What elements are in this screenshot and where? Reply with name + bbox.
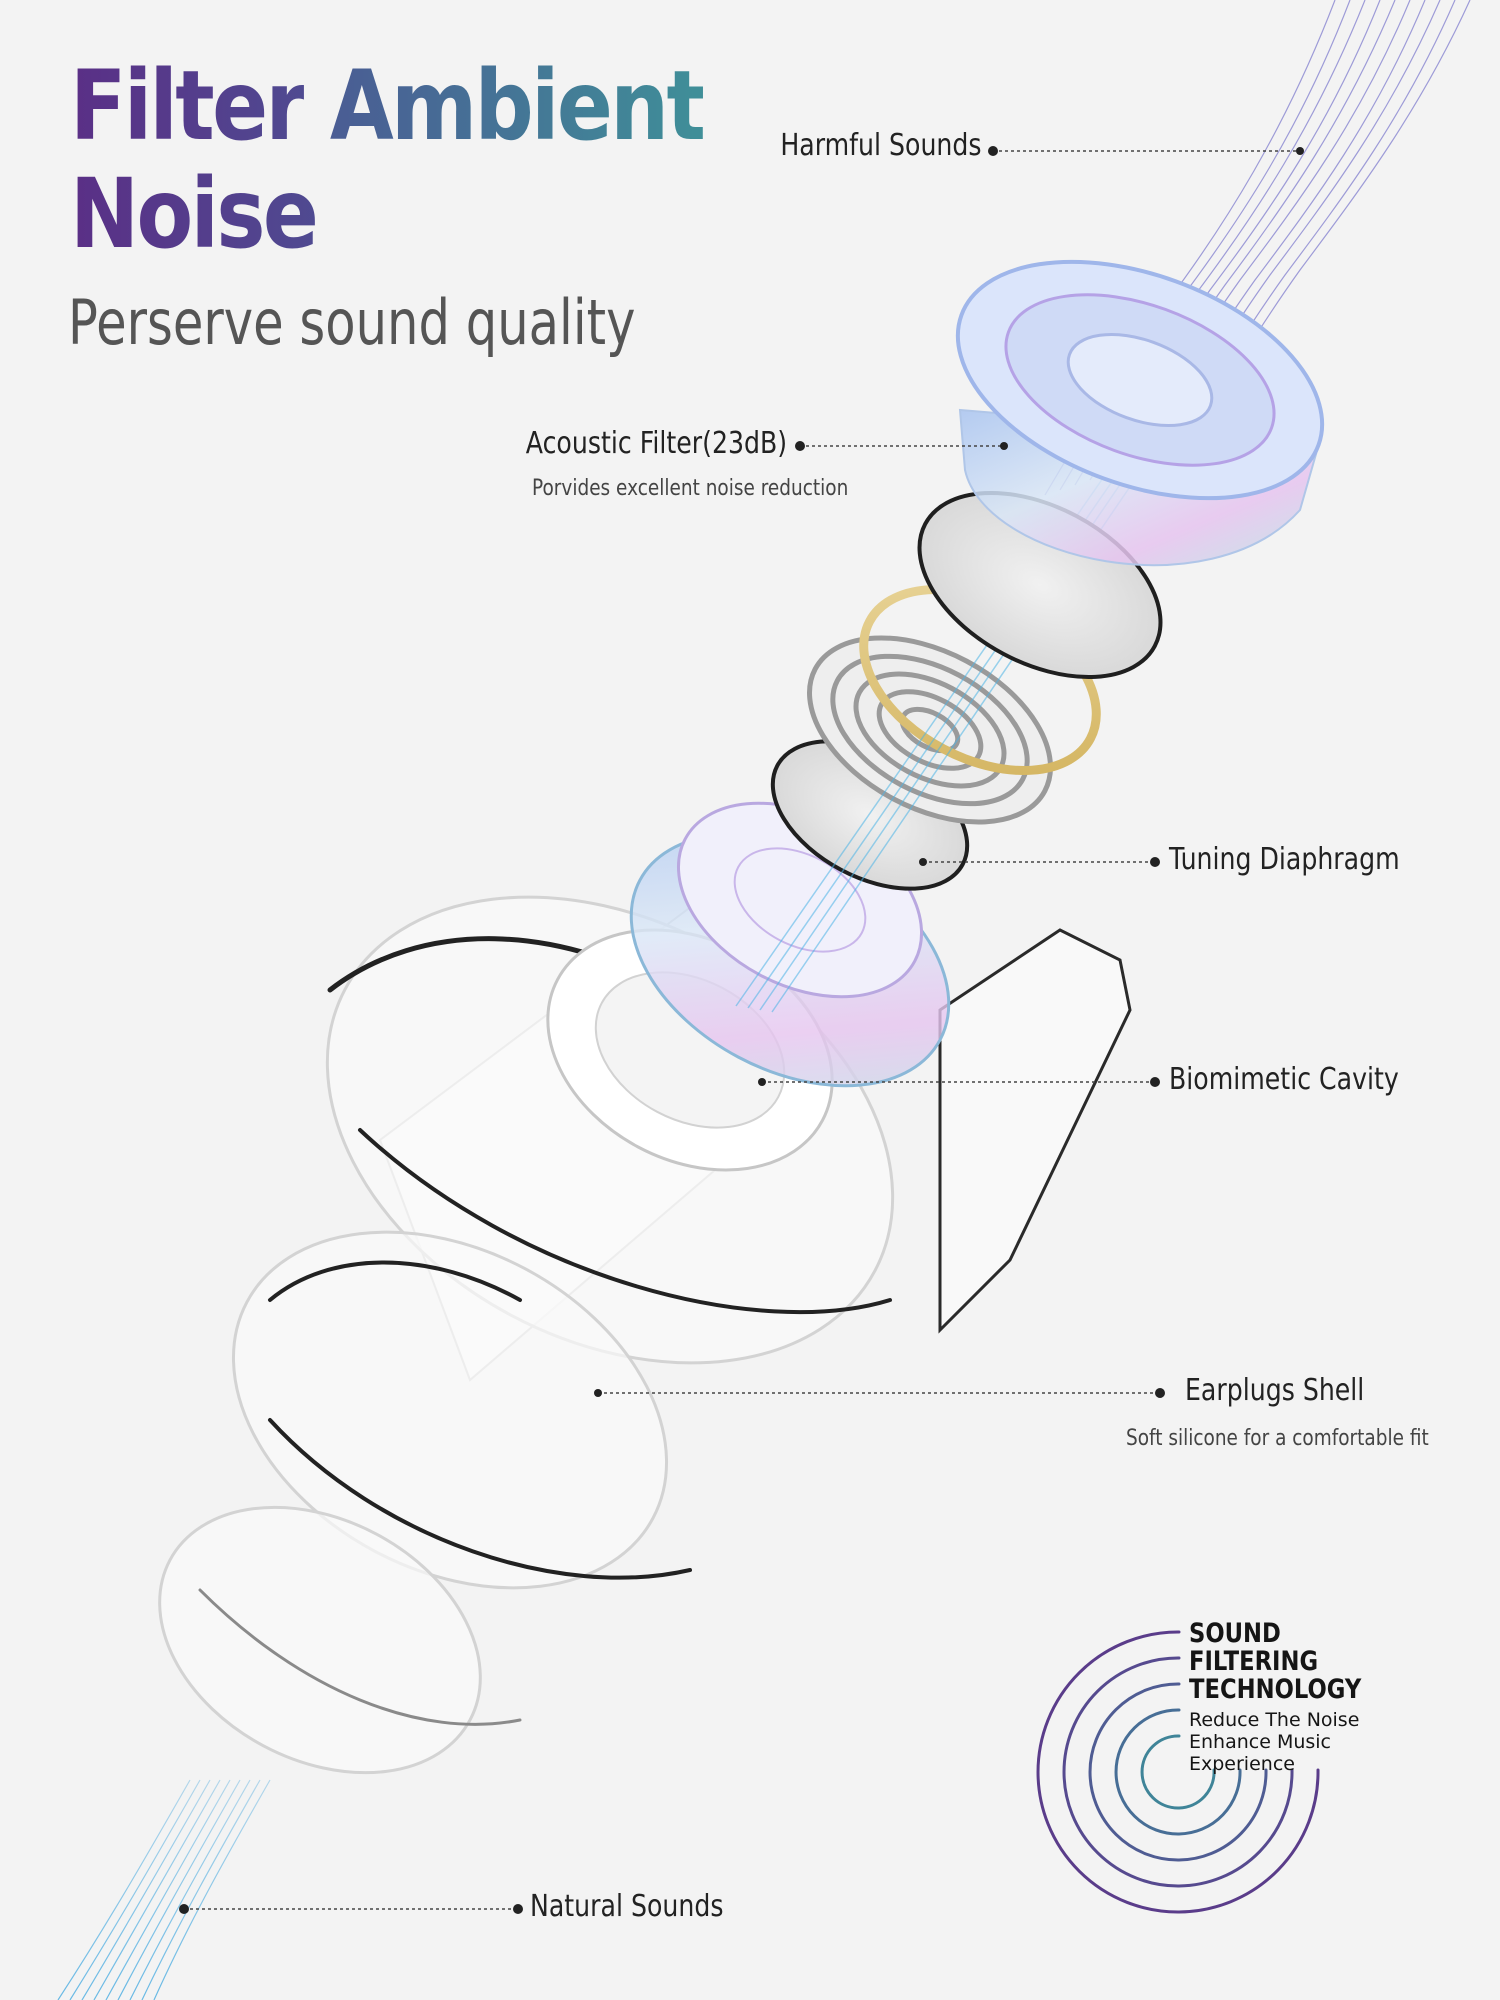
badge-text: Reduce The Noise Enhance Music Experienc… (1189, 1709, 1359, 1775)
title-word-ambient: Ambient (329, 50, 706, 162)
desc-acoustic-filter: Porvides excellent noise reduction (532, 476, 849, 501)
label-acoustic-filter: Acoustic Filter(23dB) (525, 426, 787, 461)
badge-text-line: Experience (1189, 1753, 1295, 1775)
callout-dots (179, 146, 1304, 1914)
callout-lines (184, 150, 1300, 1910)
badge-text-line: Enhance Music (1189, 1731, 1332, 1753)
label-natural-sounds: Natural Sounds (530, 1889, 724, 1924)
label-biomimetic-cavity: Biomimetic Cavity (1169, 1062, 1399, 1097)
label-earplugs-shell: Earplugs Shell (1185, 1373, 1365, 1408)
title-word-filter: Filter (70, 50, 306, 162)
label-harmful-sounds: Harmful Sounds (780, 128, 982, 163)
sound-wave-badge-icon (1036, 1630, 1320, 1914)
acoustic-filter-part (955, 259, 1325, 566)
badge-title-line: SOUND (1189, 1618, 1281, 1649)
title-word-noise: Noise (70, 158, 319, 270)
badge-text-line: Reduce The Noise (1189, 1709, 1360, 1731)
label-tuning-diaphragm: Tuning Diaphragm (1169, 842, 1400, 877)
page-subtitle: Perserve sound quality (68, 286, 636, 359)
badge-title-line: TECHNOLOGY (1189, 1674, 1362, 1705)
earplug-shell (158, 895, 1132, 1775)
page-title: Filter Ambient Noise (70, 50, 706, 270)
desc-earplugs-shell: Soft silicone for a comfortable fit (1126, 1426, 1429, 1451)
badge-title-line: FILTERING (1189, 1646, 1319, 1677)
badge-title: SOUND FILTERING TECHNOLOGY (1189, 1620, 1361, 1704)
natural-sound-waves (57, 1779, 271, 2000)
